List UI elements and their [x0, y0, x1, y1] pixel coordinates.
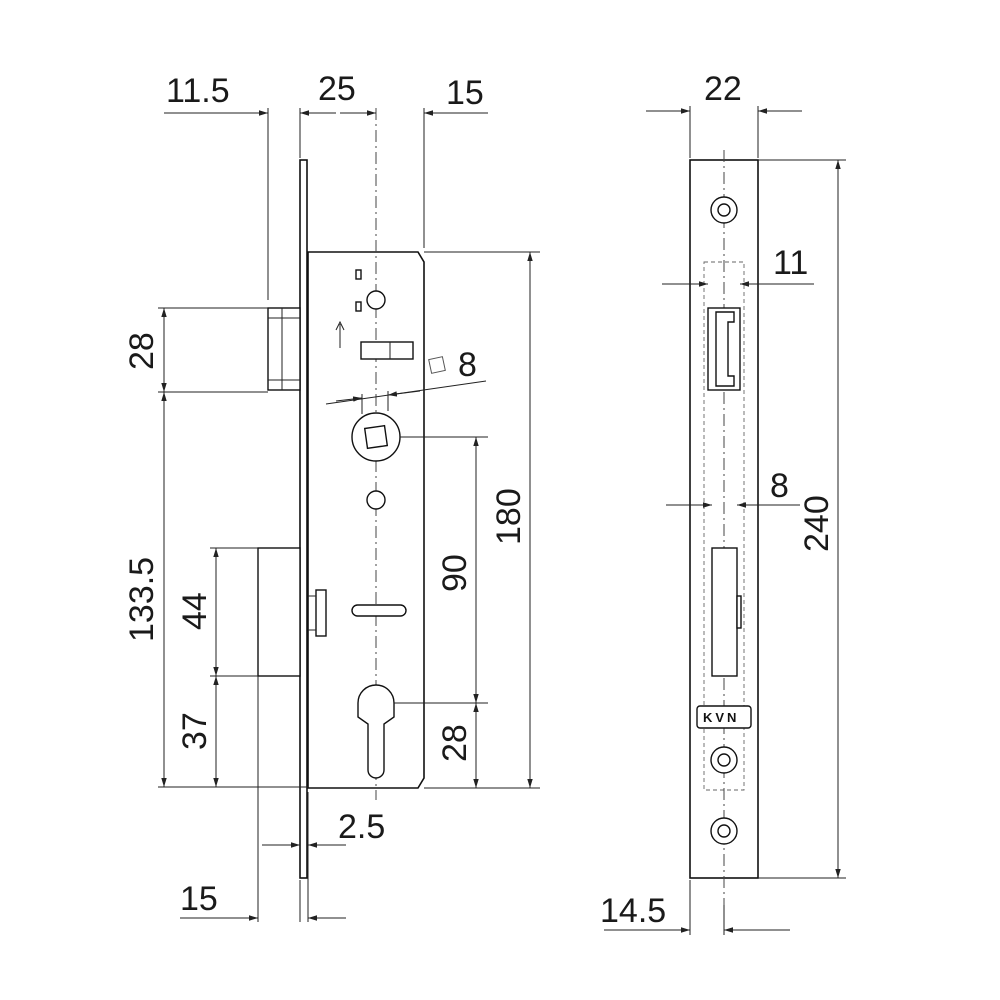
dim-28-latch: 28 — [123, 332, 161, 370]
slide-block — [360, 341, 414, 360]
screw-hole-mid — [366, 490, 386, 510]
slot-top-1 — [355, 269, 362, 280]
dim-90: 90 — [436, 554, 474, 592]
side-screw-bottom — [710, 817, 738, 845]
right-dims: 180 90 28 — [424, 251, 540, 789]
dim-15-bottom: 15 — [180, 880, 218, 918]
slot-top-2 — [355, 301, 362, 312]
dim-2-5: 2.5 — [338, 808, 385, 846]
spindle-label: 8 — [458, 346, 477, 384]
top-dims: 11.5 25 15 — [164, 70, 488, 300]
spindle-dim: 8 — [325, 346, 487, 414]
direction-arrow — [335, 320, 345, 348]
side-dims: 22 11 8 240 14.5 — [600, 70, 846, 935]
logo-text: KVN — [703, 710, 739, 725]
screw-hole-top — [366, 290, 386, 310]
dim-15-top: 15 — [446, 74, 484, 112]
latch-bolt — [267, 307, 301, 391]
catch — [308, 589, 327, 637]
dim-14-5: 14.5 — [600, 892, 666, 930]
dim-37: 37 — [176, 712, 214, 750]
side-bolt — [711, 547, 742, 677]
left-dims: 28 133.5 44 37 — [123, 307, 308, 788]
dim-8: 8 — [770, 467, 789, 505]
lock-case — [307, 251, 425, 789]
dim-180: 180 — [490, 488, 528, 545]
side-screw-mid — [710, 746, 738, 774]
dim-44: 44 — [176, 592, 214, 630]
dim-11-5: 11.5 — [166, 72, 230, 110]
side-latch — [707, 307, 741, 391]
side-screw-top — [710, 196, 738, 224]
dim-240: 240 — [798, 495, 836, 552]
bottom-dims: 2.5 15 — [180, 676, 385, 922]
front-view: 8 11.5 25 15 — [123, 70, 540, 922]
dim-25: 25 — [318, 70, 356, 108]
dim-133-5: 133.5 — [123, 557, 161, 642]
dead-bolt — [257, 547, 301, 677]
dim-22: 22 — [704, 70, 742, 108]
kvn-logo: KVN — [696, 705, 752, 729]
faceplate — [299, 159, 308, 879]
horizontal-slot — [351, 604, 407, 617]
cylinder-cutout — [357, 684, 488, 779]
dim-28-cyl: 28 — [436, 724, 474, 762]
side-view: KVN 22 11 8 240 14.5 — [600, 70, 846, 935]
dim-11: 11 — [773, 244, 808, 282]
